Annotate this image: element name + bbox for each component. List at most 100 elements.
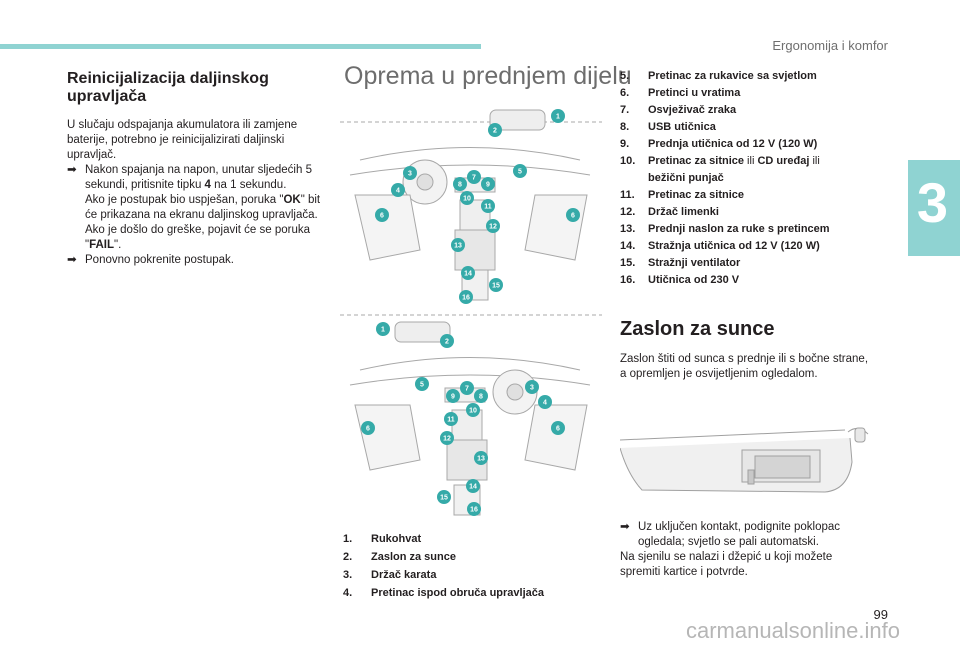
item-number: 10.: [620, 155, 636, 167]
callout-badge: 15: [437, 490, 451, 504]
svg-text:15: 15: [440, 495, 448, 502]
svg-text:8: 8: [479, 394, 483, 401]
header-accent-bar: [0, 44, 481, 49]
item-text: Pretinac za rukavice sa svjetlom: [648, 70, 817, 82]
svg-text:14: 14: [469, 484, 477, 491]
fail-text-b: ".: [114, 239, 122, 251]
svg-text:9: 9: [486, 182, 490, 189]
remote-reinit-intro: U slučaju odspajanja akumulatora ili zam…: [67, 119, 298, 161]
step-1-text-b: na 1 sekundu.: [210, 179, 287, 191]
step-1-key: 4: [204, 179, 211, 191]
item-number: 8.: [620, 121, 630, 133]
ok-note: Ako je postupak bio uspješan, poruka "OK…: [67, 193, 332, 223]
callout-badge: 4: [538, 395, 552, 409]
svg-text:11: 11: [447, 417, 455, 424]
ok-text-a: Ako je postupak bio uspješan, poruka ": [85, 194, 284, 206]
svg-text:5: 5: [518, 169, 522, 176]
svg-text:1: 1: [381, 327, 385, 334]
callout-badge: 3: [403, 166, 417, 180]
list-item: 4. Pretinac ispod obruča upravljača: [343, 584, 603, 602]
callout-badge: 3: [525, 380, 539, 394]
svg-text:1: 1: [556, 114, 560, 121]
svg-text:15: 15: [492, 283, 500, 290]
bullet-arrow-icon: ➡: [620, 521, 630, 533]
item-text: Utičnica od 230 V: [648, 274, 740, 286]
item-number: 1.: [343, 533, 353, 545]
callout-badge: 7: [460, 381, 474, 395]
item-text: Prednja utičnica od 12 V (120 W): [648, 138, 818, 150]
list-item: 3.Držač karata: [343, 566, 603, 584]
item-text: Pretinci u vratima: [648, 87, 741, 99]
item-text: Zaslon za sunce: [371, 551, 456, 563]
item-text: Pretinac ispod obruča upravljača: [371, 587, 545, 599]
front-equipment-title: Oprema u prednjem dijelu: [344, 62, 632, 90]
bullet-arrow-icon: ➡: [67, 164, 77, 176]
svg-text:2: 2: [445, 339, 449, 346]
item-number: 9.: [620, 138, 630, 150]
sun-visor-description: Zaslon štiti od sunca s prednje ili s bo…: [620, 353, 869, 380]
list-item: 14.Stražnja utičnica od 12 V (120 W): [620, 238, 870, 255]
fail-word: FAIL: [89, 239, 115, 251]
callout-badge: 4: [391, 183, 405, 197]
step-2-text: Ponovno pokrenite postupak.: [85, 254, 234, 266]
callout-badge: 6: [551, 421, 565, 435]
item-text-or-1: ili: [744, 155, 758, 167]
svg-text:12: 12: [489, 224, 497, 231]
callout-badge: 16: [459, 290, 473, 304]
visor-step-text: Uz uključen kontakt, podignite poklopac …: [638, 521, 841, 548]
list-item: 6.Pretinci u vratima: [620, 85, 870, 102]
list-item: 7.Osvježivač zraka: [620, 102, 870, 119]
callout-badge: 2: [440, 334, 454, 348]
fail-text-a: Ako je došlo do greške, pojavit će se po…: [85, 224, 311, 251]
svg-text:16: 16: [470, 507, 478, 514]
svg-text:6: 6: [380, 213, 384, 220]
item-text: Držač karata: [371, 569, 437, 581]
callout-badge: 5: [415, 377, 429, 391]
visor-step: ➡ Uz uključen kontakt, podignite poklopa…: [620, 520, 875, 550]
equipment-list-5-16: 5. Pretinac za rukavice sa svjetlom 6.Pre…: [620, 68, 870, 289]
item-number: 13.: [620, 223, 636, 235]
item-number: 4.: [343, 587, 353, 599]
callout-badge: 14: [466, 479, 480, 493]
list-item: 8. USB utičnica: [620, 119, 870, 136]
svg-text:16: 16: [462, 295, 470, 302]
item-number: 5.: [620, 70, 630, 82]
list-item: 5. Pretinac za rukavice sa svjetlom: [620, 68, 870, 85]
svg-text:6: 6: [571, 213, 575, 220]
remote-reinit-section: Reinicijalizacija daljinskog upravljača …: [67, 70, 332, 268]
step-1: ➡ Nakon spajanja na napon, unutar sljede…: [67, 163, 332, 193]
callout-badge: 9: [446, 389, 460, 403]
section-title: Ergonomija i komfor: [772, 38, 888, 53]
callout-badge: 7: [467, 170, 481, 184]
callout-badge: 11: [444, 412, 458, 426]
callout-badge: 1: [551, 109, 565, 123]
visor-note: Na sjenilu se nalazi i džepić u koji mož…: [620, 551, 833, 578]
svg-text:11: 11: [484, 204, 492, 211]
svg-text:10: 10: [469, 408, 477, 415]
callout-badge: 13: [474, 451, 488, 465]
svg-text:9: 9: [451, 394, 455, 401]
svg-text:13: 13: [454, 243, 462, 250]
list-item: 2.Zaslon za sunce: [343, 548, 603, 566]
list-item: 1.Rukohvat: [343, 530, 603, 548]
sun-visor-title: Zaslon za sunce: [620, 318, 775, 340]
item-number: 11.: [620, 189, 635, 201]
callout-badge: 6: [375, 208, 389, 222]
watermark: carmanualsonline.info: [685, 618, 900, 643]
list-item: 10. Pretinac za sitnice ili CD uređaj il…: [620, 153, 870, 187]
svg-text:6: 6: [366, 426, 370, 433]
item-text: Prednji naslon za ruke s pretincem: [648, 223, 830, 235]
callout-badge: 5: [513, 164, 527, 178]
page-number: 99: [873, 607, 888, 622]
callout-badge: 10: [460, 191, 474, 205]
item-text: USB utičnica: [648, 121, 716, 133]
svg-text:14: 14: [464, 271, 472, 278]
cabin-diagram-rhd: 1 2 3 4 5 6 6 7 8 9 10 11 12 13 14 15 16: [340, 310, 602, 522]
cabin-diagram-lhd: 1 2 3 4 5 6 6 7 8 9 10 11 12 13 14 15 16: [340, 100, 602, 305]
svg-text:7: 7: [465, 386, 469, 393]
item-text: Stražnja utičnica od 12 V (120 W): [648, 240, 820, 252]
callout-badge: 9: [481, 177, 495, 191]
svg-text:3: 3: [530, 385, 534, 392]
item-text-c: bežični punjač: [648, 172, 724, 184]
